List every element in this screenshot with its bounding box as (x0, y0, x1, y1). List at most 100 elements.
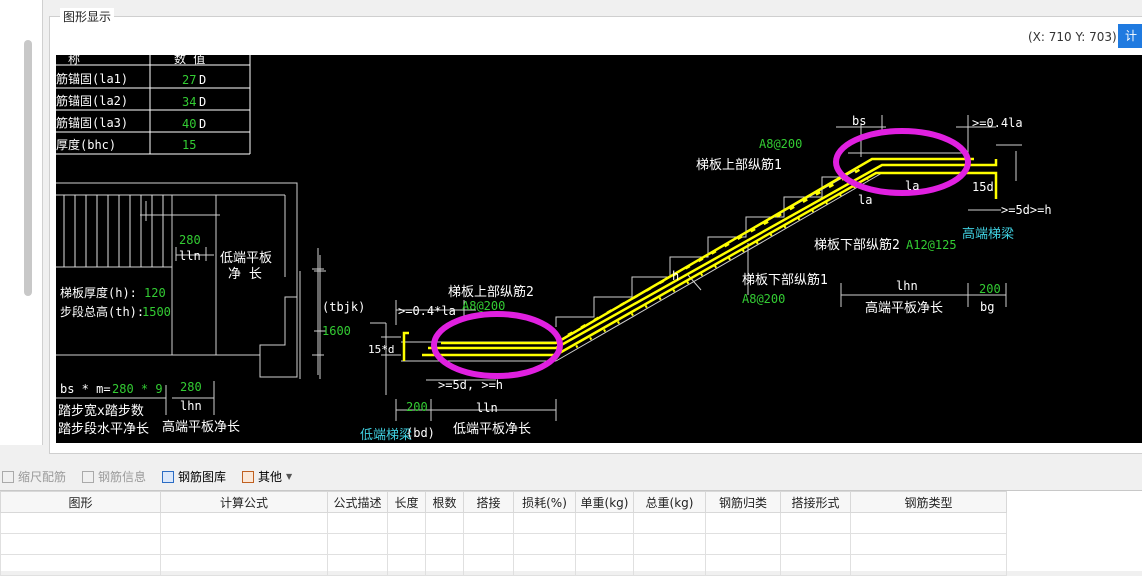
left-tree-panel (0, 0, 43, 445)
slab-thickness-value: 120 (144, 286, 166, 300)
col-shape[interactable]: 图形 (0, 491, 161, 513)
bg-label: bg (980, 300, 994, 314)
scale-rebar-button[interactable]: 缩尺配筋 (2, 468, 66, 486)
high-platform-net-label: 高端平板净长 (865, 300, 943, 316)
col-length[interactable]: 长度 (387, 491, 426, 513)
col-total-weight[interactable]: 总重(kg) (633, 491, 706, 513)
col-formula-desc[interactable]: 公式描述 (327, 491, 388, 513)
table-row[interactable] (0, 512, 1007, 534)
step-total-height-label: 步段总高(th): (60, 304, 144, 319)
calc-button[interactable]: 计 (1118, 24, 1142, 48)
upper-rebar-2-label: 梯板上部纵筋2 (448, 284, 534, 300)
la-label-2: la (858, 193, 872, 207)
library-icon (162, 471, 174, 483)
rebar-lines (402, 157, 998, 361)
table-header-name: 称 (68, 55, 80, 66)
chevron-down-icon: ▼ (286, 472, 293, 481)
scale-rebar-label: 缩尺配筋 (18, 470, 67, 484)
col-formula[interactable]: 计算公式 (160, 491, 328, 513)
low-beam-200-value: 200 (406, 400, 428, 414)
a8-200-top: A8@200 (759, 137, 802, 151)
param-unit-la2: D (199, 95, 206, 109)
lower-rebar-1-label: 梯板下部纵筋1 (742, 272, 828, 288)
anchor-15d-right: 15d (972, 180, 994, 194)
anchor-04la-left: >=0.4*la (398, 304, 456, 318)
height-1600-value: 1600 (322, 324, 351, 338)
rebar-info-button[interactable]: 钢筋信息 (82, 468, 146, 486)
h-label: h (672, 269, 679, 283)
bs-label: bs (852, 114, 866, 128)
col-rebar-type[interactable]: 钢筋类型 (850, 491, 1007, 513)
rebar-info-label: 钢筋信息 (98, 470, 147, 484)
col-unit-weight[interactable]: 单重(kg) (575, 491, 634, 513)
plan-low-platform-label: 低端平板 (220, 251, 272, 266)
other-icon (242, 471, 254, 483)
a12-125-value: A12@125 (906, 238, 957, 252)
rebar-toolbar: 缩尺配筋 钢筋信息 钢筋图库 其他 ▼ (0, 465, 1142, 489)
bd-label: (bd) (406, 426, 435, 440)
param-name-bhc: 厚度(bhc) (56, 137, 116, 152)
anchor-5d-right: >=5d>=h (1001, 203, 1052, 217)
param-value-la1: 27 (182, 73, 196, 87)
param-name-la3: 筋锚固(la3) (56, 115, 128, 130)
upper-rebar-1-label: 梯板上部纵筋1 (696, 157, 782, 173)
high-beam-200-value: 200 (979, 282, 1001, 296)
rebar-detail-grid: 图形 计算公式 公式描述 长度 根数 搭接 损耗(%) 单重(kg) 总重(kg… (0, 490, 1142, 576)
step-width-count-label: 踏步宽x踏步数 (58, 403, 144, 419)
table-row[interactable] (0, 554, 1007, 576)
high-beam-label: 高端梯梁 (962, 226, 1014, 242)
plan-lln-label: lln (179, 249, 201, 263)
low-beam-label: 低端梯梁 (360, 428, 412, 443)
param-name-la2: 筋锚固(la2) (56, 93, 128, 108)
tbjk-label: (tbjk) (322, 300, 365, 314)
a8-200-left: A8@200 (462, 299, 505, 313)
ruler-icon (2, 471, 14, 483)
col-lap[interactable]: 搭接 (463, 491, 514, 513)
plan-net-length-label: 净 长 (228, 267, 262, 282)
left-scrollbar[interactable] (24, 40, 32, 296)
lower-rebar-2-label: 梯板下部纵筋2 (814, 237, 900, 253)
slab-thickness-label: 梯板厚度(h): (60, 285, 137, 300)
stair-drawing-canvas[interactable]: 称 数 值 筋锚固(la1) 27 D 筋锚固(la2) 34 D 筋锚固(la… (56, 55, 1142, 443)
param-value-la2: 34 (182, 95, 196, 109)
param-unit-la3: D (199, 117, 206, 131)
param-value-la3: 40 (182, 117, 196, 131)
param-value-bhc: 15 (182, 138, 196, 152)
high-lhn-label: lhn (896, 279, 918, 293)
bs-m-value: 280 * 9 (112, 382, 163, 396)
cursor-coordinates: (X: 710 Y: 703) (1028, 30, 1117, 44)
plan-lhn-value: 280 (180, 380, 202, 394)
param-unit-la1: D (199, 73, 206, 87)
highlight-ellipses (431, 128, 971, 379)
low-lln-label: lln (476, 401, 498, 415)
a8-200-mid: A8@200 (742, 292, 785, 306)
rebar-library-button[interactable]: 钢筋图库 (162, 468, 226, 486)
param-name-la1: 筋锚固(la1) (56, 71, 128, 86)
col-count[interactable]: 根数 (425, 491, 464, 513)
la-label-1: la (905, 179, 919, 193)
graphic-display-title: 图形显示 (60, 8, 115, 25)
col-lap-type[interactable]: 搭接形式 (780, 491, 851, 513)
plan-high-platform-net-label: 高端平板净长 (162, 419, 240, 435)
rebar-library-label: 钢筋图库 (178, 470, 227, 484)
grid-header-row: 图形 计算公式 公式描述 长度 根数 搭接 损耗(%) 单重(kg) 总重(kg… (0, 491, 1007, 513)
col-loss[interactable]: 损耗(%) (513, 491, 576, 513)
table-header-value: 数 值 (174, 55, 205, 66)
plan-lhn-label: lhn (180, 399, 202, 413)
anchor-04la-right: >=0.4la (972, 116, 1023, 130)
bs-m-label: bs * m= (60, 382, 111, 396)
stair-section-view (312, 115, 1022, 421)
anchor-15d-left: 15*d (368, 343, 395, 356)
other-menu-button[interactable]: 其他 ▼ (242, 468, 292, 486)
other-label: 其他 (258, 470, 283, 484)
low-platform-net-label: 低端平板净长 (453, 422, 531, 437)
stair-plan-view (56, 182, 326, 415)
step-total-height-value: 1500 (142, 305, 171, 319)
col-rebar-category[interactable]: 钢筋归类 (705, 491, 781, 513)
document-icon (82, 471, 94, 483)
anchor-5d-left: >=5d, >=h (438, 378, 503, 392)
table-row[interactable] (0, 533, 1007, 555)
plan-lln-value: 280 (179, 233, 201, 247)
step-horizontal-length-label: 踏步段水平净长 (58, 422, 149, 437)
parameter-table (56, 55, 251, 155)
